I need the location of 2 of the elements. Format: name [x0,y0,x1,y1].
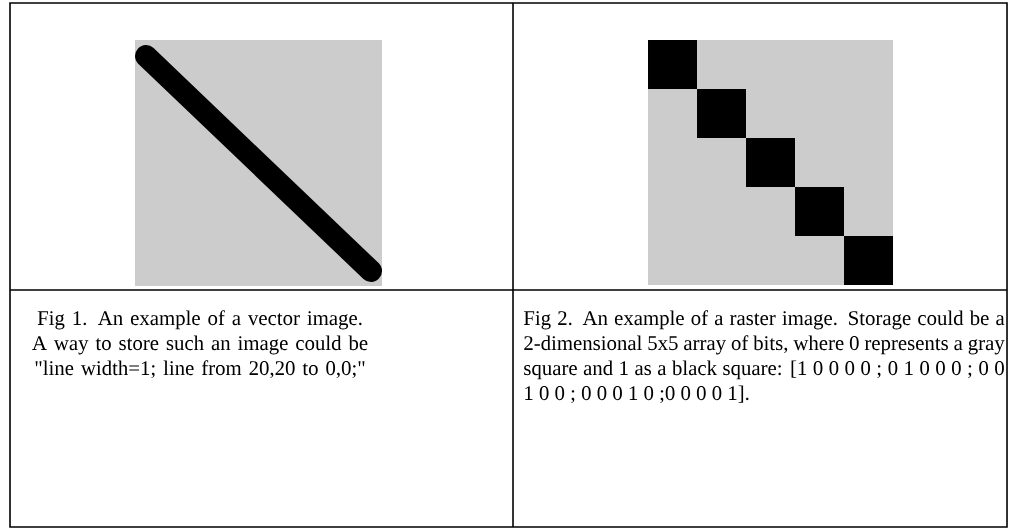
caption: Fig 2. An example of a raster image. Storage could be a 2-dimensional 5x5 array of bits, where 0 represents a gray square and 1 as a black square: [1 0 0 0 0 ; 0 1 0 0 0 ; 0 0 1 0 0 ; 0 0 0 1 0 ;0 0 0 0 1]. [523,310,1005,404]
caption: Fig 1. An example of a vector image. A way to store such an image could be "line width=1; line from 20,20 to 0,0;" [32,310,368,379]
